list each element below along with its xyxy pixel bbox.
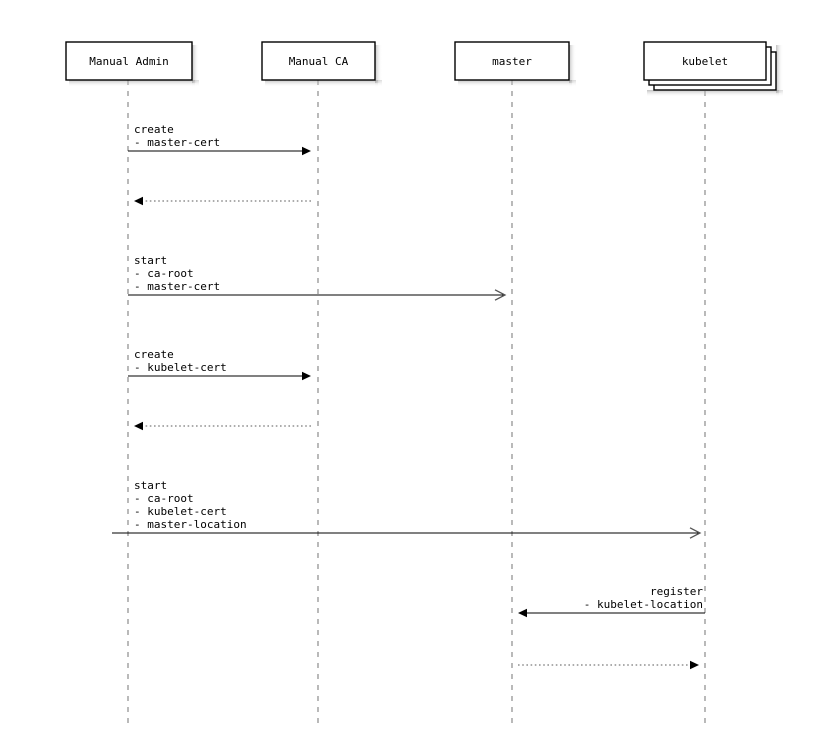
participant-box-face-kubelet [643,41,767,81]
message-label-line: - ca-root [134,267,194,280]
message-m5[interactable] [134,421,311,431]
lifelines-layer [127,80,706,726]
arrowhead-filled [302,371,311,381]
message-m2[interactable] [134,196,311,206]
message-label-line: - master-location [134,518,247,531]
participant-box-master[interactable]: master [454,41,570,81]
message-label-line: - ca-root [134,492,194,505]
message-label-line: register [650,585,703,598]
message-m6[interactable]: start- ca-root- kubelet-cert- master-loc… [112,479,702,539]
message-label-line: - master-cert [134,136,220,149]
box-shadow [265,45,382,87]
arrowhead-filled [518,608,527,618]
message-label-line: start [134,479,167,492]
message-label-line: - kubelet-cert [134,505,227,518]
message-label-line: - kubelet-cert [134,361,227,374]
box-shadow [458,45,576,87]
message-m1[interactable]: create- master-cert [128,123,311,156]
arrowhead-filled [134,196,143,206]
message-m4[interactable]: create- kubelet-cert [128,348,311,381]
arrowhead-filled [134,421,143,431]
message-label-line: create [134,123,174,136]
arrowhead-open [494,289,507,301]
participant-label-master: master [492,55,532,68]
participant-label-admin: Manual Admin [89,55,168,68]
participant-boxes-layer: Manual Admin Manual CA master kubelet [65,41,777,91]
participant-box-kubelet[interactable]: kubelet [643,41,777,91]
box-shadow [69,45,199,87]
message-m8[interactable] [518,660,699,670]
participant-box-ca[interactable]: Manual CA [261,41,376,81]
message-label-line: start [134,254,167,267]
arrowhead-open [689,527,702,539]
participant-box-face-master [454,41,570,81]
participant-box-face-ca [261,41,376,81]
box-shadows-layer [69,45,783,97]
arrowhead-filled [302,146,311,156]
participant-label-kubelet: kubelet [682,55,728,68]
message-label-line: create [134,348,174,361]
box-shadow [647,45,783,97]
participant-box-admin[interactable]: Manual Admin [65,41,193,81]
message-m7[interactable]: register- kubelet-location [518,585,705,618]
message-label-line: - master-cert [134,280,220,293]
participant-box-face-admin [65,41,193,81]
arrowhead-filled [690,660,699,670]
message-m3[interactable]: start- ca-root- master-cert [128,254,507,301]
message-label-line: - kubelet-location [584,598,703,611]
participant-label-ca: Manual CA [289,55,349,68]
